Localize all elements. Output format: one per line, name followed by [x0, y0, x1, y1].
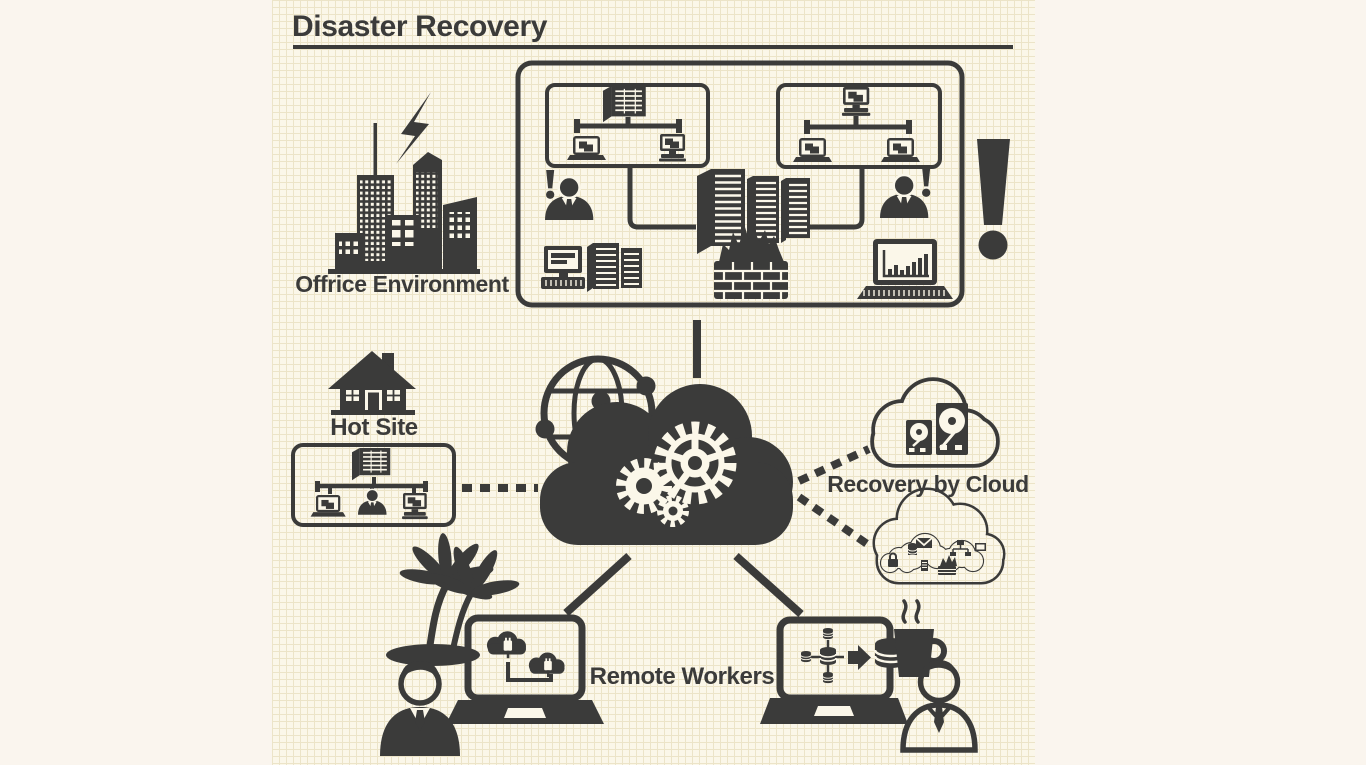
- admin-user-right-icon: [878, 168, 931, 220]
- connector-left: [627, 166, 696, 230]
- title-underline: [293, 45, 1013, 49]
- connector-right: [796, 167, 865, 230]
- dashed-link-hdd-cloud: [797, 445, 871, 485]
- remote-worker-right-icon: [900, 660, 978, 753]
- firewall-fire-icon: [714, 224, 788, 299]
- database-sync-laptop-icon: [760, 616, 909, 724]
- alert-exclamation-icon: [922, 168, 931, 197]
- mini-monitor-icon: [975, 543, 986, 551]
- mini-server-icon: [921, 560, 928, 571]
- admin-user-left-icon: [543, 170, 595, 222]
- hdd-backup-cloud-icon: [870, 377, 1000, 468]
- remote-workers-label: Remote Workers: [589, 663, 775, 690]
- dashed-link-services-cloud: [796, 493, 876, 552]
- hot-site-label: Hot Site: [330, 414, 418, 441]
- workstation-icon: [541, 243, 642, 292]
- alert-exclamation-icon: [546, 170, 555, 199]
- lightning-icon: [396, 92, 431, 164]
- gear-icon: [653, 421, 737, 505]
- gear-icon: [616, 458, 672, 514]
- coffee-mug-icon: [894, 599, 947, 677]
- page-title: Disaster Recovery: [292, 10, 548, 43]
- house-icon: [328, 351, 416, 415]
- lock-icon: [888, 552, 898, 567]
- remote-worker-left-icon: [380, 661, 460, 756]
- lan-desktop-diagram-icon: [776, 83, 942, 169]
- cloud-services-icon: [872, 487, 1006, 585]
- big-exclamation-icon: [977, 139, 1010, 260]
- server-racks-icon: [697, 169, 810, 254]
- mini-firewall-icon: [938, 555, 957, 575]
- link-cloud-to-right-laptop: [733, 553, 804, 617]
- arrow-icon: [848, 645, 871, 670]
- city-buildings-icon: [328, 123, 480, 274]
- mini-network-icon: [950, 540, 971, 556]
- envelope-icon: [915, 537, 933, 548]
- office-network-box: [515, 60, 965, 308]
- mini-database-icon: [907, 543, 918, 555]
- hot-site-network-box: [291, 443, 456, 527]
- analytics-laptop-icon: [857, 239, 953, 299]
- gear-icon: [657, 495, 689, 527]
- recovery-by-cloud-label: Recovery by Cloud: [827, 471, 1029, 497]
- cloud-plug-laptop-icon: [446, 614, 604, 724]
- db-cluster-icon: [800, 628, 837, 684]
- office-environment-label: Offrice Environment: [295, 271, 509, 297]
- cloud-gears-icon: [540, 384, 793, 545]
- palm-trees-icon: [386, 532, 521, 666]
- lan-server-diagram-icon: [545, 83, 710, 168]
- link-cloud-to-left-laptop: [563, 553, 632, 616]
